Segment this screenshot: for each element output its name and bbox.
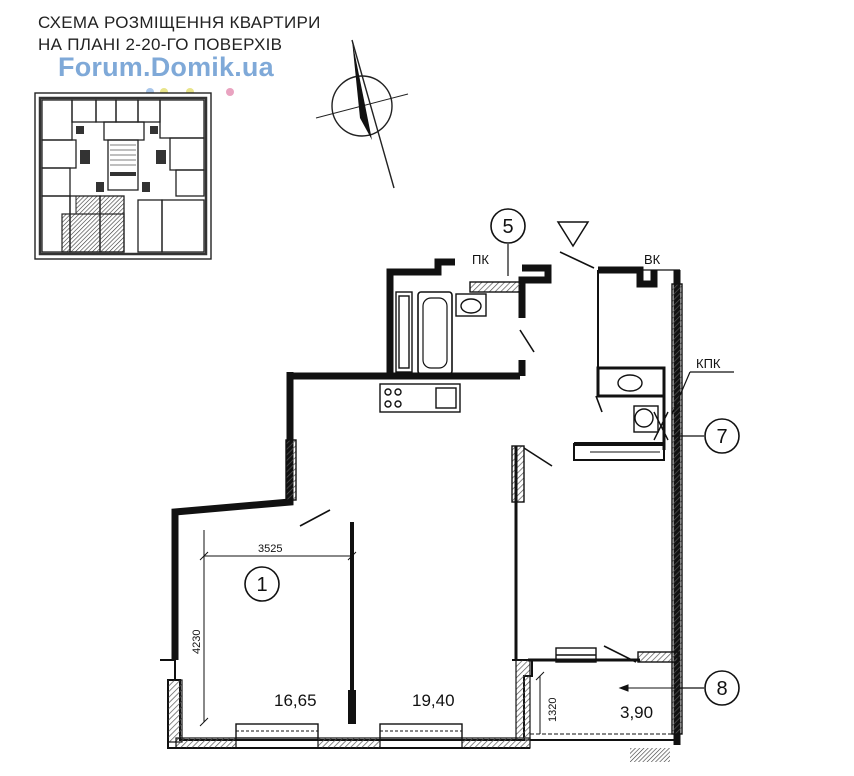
bathtub-icon — [417, 291, 453, 375]
kitchen-counter — [379, 291, 461, 413]
north-arrow-icon — [315, 39, 409, 189]
callout-5-label: 5 — [502, 216, 513, 238]
key-plan — [34, 92, 212, 260]
area-balcony: 3,90 — [620, 703, 653, 722]
dimension-lines — [199, 530, 676, 734]
label-pk: ПК — [472, 252, 489, 267]
level-marker-icon — [556, 221, 590, 248]
watermark: Forum.Domik.ua — [58, 52, 274, 82]
dot-blue — [146, 88, 154, 96]
callout-8-label: 8 — [716, 678, 727, 700]
title-line-1: СХЕМА РОЗМІЩЕННЯ КВАРТИРИ — [38, 13, 321, 32]
label-kpk: КПК — [696, 356, 721, 371]
interior-partitions — [348, 270, 666, 724]
dot-yellow — [160, 88, 168, 96]
exterior-walls — [171, 258, 681, 745]
dim-height-1: 4230 — [191, 630, 203, 654]
hatched-wall-inserts — [285, 281, 683, 735]
title-block: СХЕМА РОЗМІЩЕННЯ КВАРТИРИ НА ПЛАНІ 2-20-… — [38, 12, 368, 56]
balcony-rail — [555, 647, 597, 663]
sink-icon — [455, 293, 487, 317]
callout-5: 5 — [490, 208, 526, 244]
label-vk: ВК — [644, 252, 661, 267]
door-swings — [299, 251, 637, 663]
title-line-2: НА ПЛАНІ 2-20-ГО ПОВЕРХІВ — [38, 35, 283, 54]
area-room-1: 16,65 — [274, 691, 317, 710]
callout-7: 7 — [704, 418, 740, 454]
callout-7-label: 7 — [716, 426, 727, 448]
wc-fixtures — [617, 374, 669, 441]
area-room-2: 19,40 — [412, 691, 455, 710]
dot-yellow-2 — [186, 88, 194, 96]
dim-balcony-depth: 1320 — [547, 698, 559, 722]
callout-8: 8 — [704, 670, 740, 706]
balcony-frame — [160, 659, 677, 762]
dot-pink — [226, 88, 234, 96]
callout-1: 1 — [244, 566, 280, 602]
callout-1-label: 1 — [256, 574, 267, 596]
callout-leaders — [507, 244, 734, 689]
dim-width-1: 3525 — [258, 543, 282, 555]
